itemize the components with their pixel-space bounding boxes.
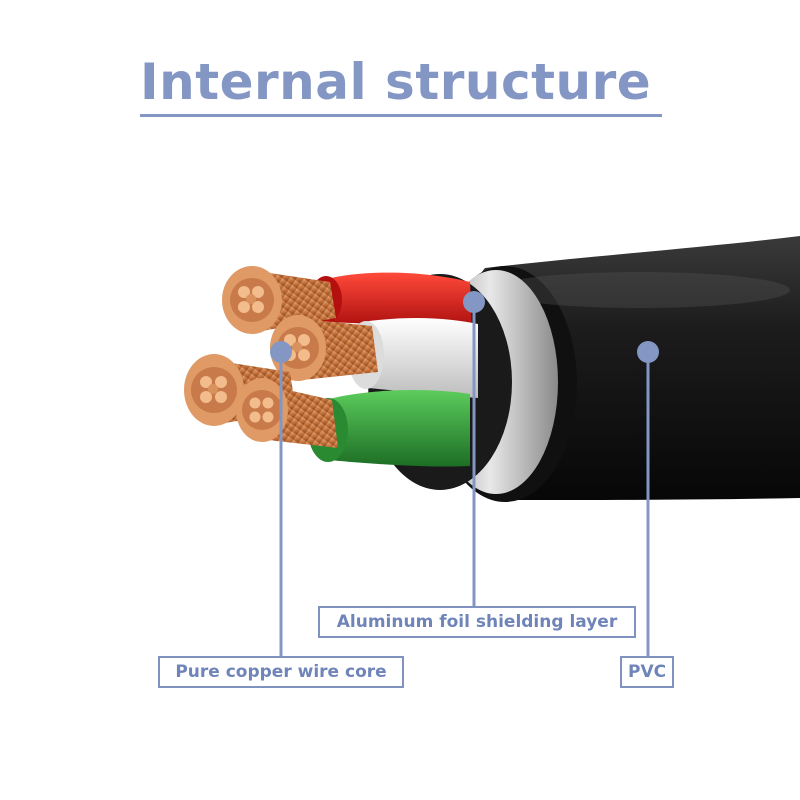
pvc-jacket-highlight [490,272,790,308]
white-wire [362,317,478,398]
page-title: Internal structure [140,52,662,117]
copper-core-label: Pure copper wire core [158,656,404,688]
pvc-label: PVC [620,656,674,688]
foil-shield-label: Aluminum foil shielding layer [318,606,636,638]
copper-core-1 [222,266,336,334]
marker-dot-copper [270,341,292,363]
green-wire [325,390,470,467]
marker-dot-foil [463,291,485,313]
red-wire [322,272,472,330]
marker-dot-pvc [637,341,659,363]
